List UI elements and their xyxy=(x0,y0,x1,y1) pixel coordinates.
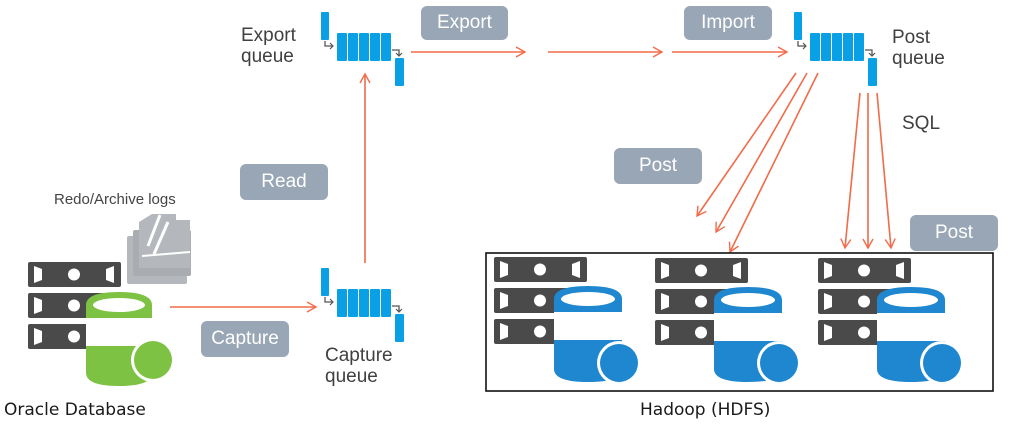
sql-arrow-1 xyxy=(840,92,861,250)
database-icon xyxy=(714,287,801,385)
oracle-database-icon xyxy=(28,262,175,386)
export-queue-label: Export queue xyxy=(241,25,296,67)
capture-queue-icon xyxy=(321,268,404,342)
post-tag-left: Post xyxy=(614,148,702,184)
export-tag: Export xyxy=(421,6,508,40)
post-queue-label-line1: Post xyxy=(892,27,931,48)
import-tag: Import xyxy=(684,6,772,40)
capture-tag: Capture xyxy=(201,321,289,357)
sql-arrow-3 xyxy=(876,92,896,250)
export-queue-label-line2: queue xyxy=(241,46,294,67)
database-icon xyxy=(877,287,964,385)
capture-queue-label-line2: queue xyxy=(325,366,378,387)
post-queue-label: Post queue xyxy=(892,27,945,69)
database-icon xyxy=(86,292,175,386)
post-queue-label-line2: queue xyxy=(892,48,945,69)
oracle-database-label: Oracle Database xyxy=(4,400,146,420)
hadoop-node-3 xyxy=(818,258,964,385)
log-files-icon xyxy=(127,214,191,284)
hadoop-node-2 xyxy=(655,258,801,385)
post-arrow-1 xyxy=(696,72,797,218)
export-queue-label-line1: Export xyxy=(241,25,296,46)
post-arrow-2 xyxy=(715,72,808,234)
arrows xyxy=(170,46,896,313)
capture-queue-label: Capture queue xyxy=(325,345,393,387)
post-arrow-3 xyxy=(728,72,819,254)
hadoop-label: Hadoop (HDFS) xyxy=(640,400,771,420)
sql-label: SQL xyxy=(902,113,941,134)
post-tag-right: Post xyxy=(910,215,998,251)
read-tag: Read xyxy=(240,164,328,200)
hadoop-node-1 xyxy=(494,257,641,385)
hadoop-cluster-box xyxy=(485,252,994,392)
redo-logs-label: Redo/Archive logs xyxy=(54,191,176,208)
capture-queue-label-line1: Capture xyxy=(325,345,393,366)
export-queue-icon xyxy=(321,12,404,86)
database-icon xyxy=(554,286,641,385)
